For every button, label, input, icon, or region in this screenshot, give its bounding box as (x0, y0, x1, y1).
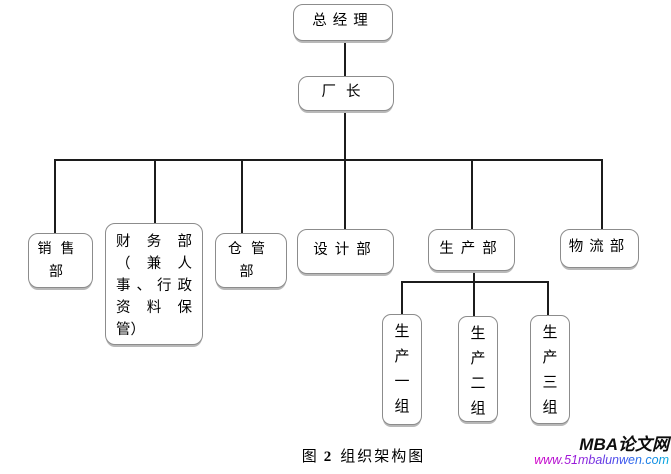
finance-label-line: 资料保 (116, 300, 192, 316)
connector-drop-production (471, 159, 473, 229)
node-production-group-2: 生产二组 (458, 316, 498, 422)
connector-drop-group1 (401, 281, 403, 314)
figure-caption-number: 2 (323, 449, 334, 465)
connector-drop-sales (54, 159, 56, 233)
finance-label-line: 财务部 (116, 234, 192, 250)
connector-drop-group3 (547, 281, 549, 315)
watermark-url: www.51mbalunwen.com (534, 453, 669, 467)
node-general-manager: 总经理 (293, 4, 393, 41)
connector-main-horizontal (55, 159, 603, 161)
watermark-brand: MBA论文网 (579, 435, 669, 454)
connector-drop-logistics (601, 159, 603, 229)
connector-production-to-groups (473, 270, 475, 283)
node-finance-dept: 财务部 （兼人 事、行政 资料保 管） (105, 223, 203, 345)
node-logistics-dept: 物流部 (560, 229, 639, 268)
node-sales-dept: 销售部 (28, 233, 93, 288)
connector-groups-horizontal (401, 281, 549, 283)
node-warehouse-dept: 仓管部 (215, 233, 287, 288)
connector-director-to-design (344, 110, 346, 229)
node-production-group-1: 生产一组 (382, 314, 422, 425)
node-production-group-3: 生产三组 (530, 315, 570, 424)
finance-label-line: （兼人 (116, 256, 192, 272)
figure-caption-label: 图 (301, 449, 319, 465)
node-factory-director: 厂长 (298, 76, 394, 111)
node-design-dept: 设计部 (297, 229, 394, 274)
finance-label-line: 事、行政 (116, 278, 192, 294)
connector-gm-to-director (344, 40, 346, 77)
finance-label-line: 管） (116, 322, 145, 338)
connector-drop-group2 (473, 281, 475, 316)
connector-drop-finance (154, 159, 156, 223)
figure-caption-title: 组织架构图 (340, 449, 426, 465)
watermark: MBA论文网 www.51mbalunwen.com (534, 436, 669, 467)
connector-drop-warehouse (241, 159, 243, 233)
node-production-dept: 生产部 (428, 229, 515, 271)
